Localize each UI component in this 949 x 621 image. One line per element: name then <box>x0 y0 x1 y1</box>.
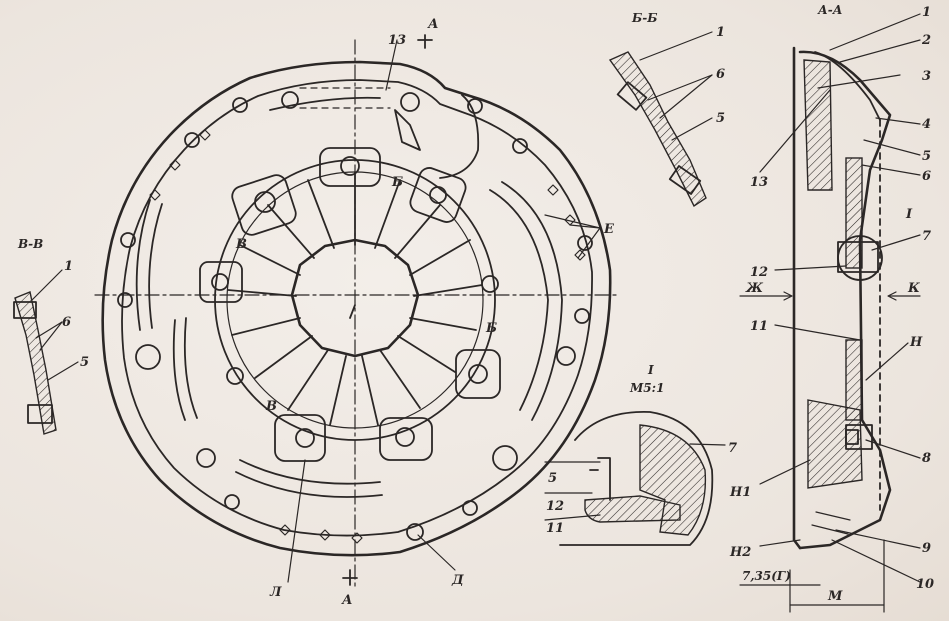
aa-part-9: 9 <box>922 541 931 556</box>
release-lever <box>394 109 421 151</box>
diaphragm-outer-ring <box>214 159 496 441</box>
aa-part-4: 4 <box>922 117 931 132</box>
aa-dimension: 7,35(Г) <box>742 569 791 583</box>
section-arrow-top <box>417 34 433 49</box>
section-mark-a-bottom: А <box>341 593 353 608</box>
leader-E1 <box>544 214 601 229</box>
section-vv-title: В-В <box>17 237 43 251</box>
main-label-13: 13 <box>388 33 406 48</box>
section-bb-title: Б-Б <box>631 11 658 25</box>
section-bb-part-6: 6 <box>716 67 725 82</box>
aa-letter-n2: Н2 <box>729 545 751 560</box>
detail-part-11: 11 <box>546 521 564 536</box>
aa-part-1: 1 <box>922 5 931 20</box>
main-label-b1: Б <box>391 175 403 190</box>
main-label-e: Е <box>603 222 615 237</box>
aa-letter-k: К <box>907 281 920 296</box>
aa-part-12: 12 <box>750 265 768 280</box>
section-aa-title: А-А <box>817 3 843 17</box>
main-label-d: Д <box>451 573 464 588</box>
aa-letter-I: I <box>905 207 913 222</box>
section-bb-part-5: 5 <box>716 111 725 126</box>
detail-I <box>544 411 726 546</box>
aa-part-5: 5 <box>922 149 931 164</box>
aa-part-8: 8 <box>922 451 931 466</box>
aa-part-2: 2 <box>921 33 931 48</box>
detail-title: I <box>647 363 654 377</box>
section-vv-part-5: 5 <box>80 355 89 370</box>
main-front-view <box>94 34 621 591</box>
section-arrow-bottom <box>342 569 358 586</box>
rim-holes <box>117 91 593 541</box>
detail-scale: М5:1 <box>629 381 664 395</box>
detail-part-12: 12 <box>546 499 564 514</box>
aa-part-13: 13 <box>750 175 768 190</box>
detail-part-7: 7 <box>728 441 737 456</box>
diaphragm-fingers <box>227 171 483 426</box>
aa-letter-zh: Ж <box>745 281 764 296</box>
section-vv-part-1: 1 <box>64 259 73 274</box>
aa-part-7: 7 <box>922 229 931 244</box>
main-label-v1: В <box>235 237 247 252</box>
housing-inner-rim <box>121 79 593 537</box>
hidden-lines <box>299 87 391 109</box>
central-hub <box>290 238 420 358</box>
section-bb-part-1: 1 <box>716 25 725 40</box>
aa-part-3: 3 <box>922 69 931 84</box>
aa-part-6: 6 <box>922 169 931 184</box>
leader-L <box>287 459 306 583</box>
leader-D <box>417 534 456 571</box>
aa-letter-n1: Н1 <box>729 485 751 500</box>
housing-notch <box>439 94 480 179</box>
detail-part-5: 5 <box>548 471 557 486</box>
aa-letter-n: Н <box>909 335 923 350</box>
curved-slots <box>135 96 563 498</box>
section-bb <box>608 31 713 208</box>
pressure-lugs <box>199 147 501 462</box>
section-vv-part-6: 6 <box>62 315 71 330</box>
aa-letter-m: М <box>827 589 843 604</box>
main-label-b2: Б <box>485 321 497 336</box>
main-label-v2: В <box>265 399 277 414</box>
aa-part-11: 11 <box>750 319 768 334</box>
section-aa <box>739 13 921 613</box>
housing-outline <box>101 60 612 557</box>
leader-13 <box>385 39 398 91</box>
diamond-marks <box>149 129 586 544</box>
main-label-l: Л <box>269 585 282 600</box>
aa-part-10: 10 <box>916 577 934 592</box>
hub-mark <box>349 304 356 319</box>
section-mark-a-top: А <box>427 17 439 32</box>
section-vv <box>13 269 79 435</box>
